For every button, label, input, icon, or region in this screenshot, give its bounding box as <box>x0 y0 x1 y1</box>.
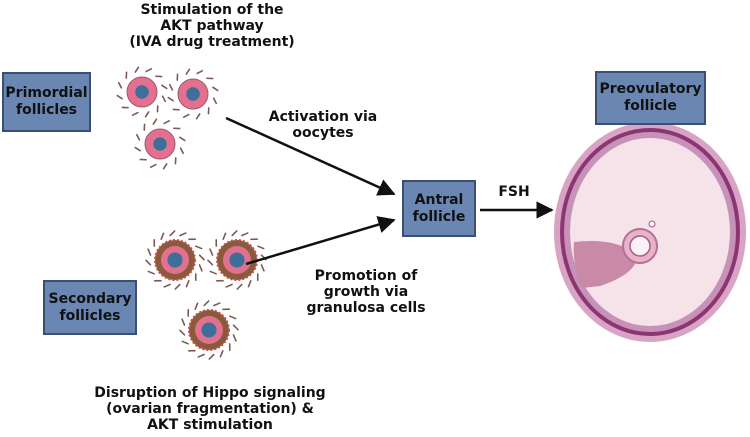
secondary-follicle <box>145 230 205 290</box>
preovulatory-follicle-illustration <box>554 122 746 342</box>
top-caption-line: AKT pathway <box>160 18 264 34</box>
primordial-follicle <box>116 66 168 118</box>
promotion-label-line: growth via <box>323 284 409 300</box>
primordial-follicles-illustration <box>116 66 219 170</box>
activation-label: Activation via oocytes <box>258 109 388 141</box>
promotion-label-line: Promotion of <box>314 268 418 284</box>
box-label: Secondary <box>48 290 132 307</box>
box-label: Preovulatory <box>599 81 702 97</box>
box-label: Antral <box>414 191 464 208</box>
secondary-follicle <box>179 300 239 360</box>
fsh-label: FSH <box>498 184 530 200</box>
bottom-caption-line: AKT stimulation <box>147 417 273 433</box>
bottom-caption: Disruption of Hippo signaling (ovarian f… <box>60 385 360 433</box>
secondary-follicle <box>207 230 267 290</box>
top-caption-line: (IVA drug treatment) <box>129 34 295 50</box>
primordial-follicle <box>134 118 186 170</box>
primordial-follicles-box: Primordial follicles <box>2 72 91 132</box>
box-label: follicles <box>15 102 78 118</box>
activation-arrow <box>225 116 396 196</box>
box-label: Primordial <box>5 85 88 101</box>
box-label: follicles <box>59 307 121 324</box>
promotion-arrow <box>245 216 396 266</box>
activation-label-line: Activation via <box>268 109 378 125</box>
bottom-caption-line: (ovarian fragmentation) & <box>106 401 314 417</box>
box-label: follicle <box>412 208 466 225</box>
preovulatory-follicle-box: Preovulatory follicle <box>595 71 706 125</box>
bottom-caption-line: Disruption of Hippo signaling <box>94 385 326 401</box>
promotion-label-line: granulosa cells <box>306 300 426 316</box>
primordial-follicle <box>167 68 219 120</box>
top-caption-line: Stimulation of the <box>140 2 284 18</box>
top-caption: Stimulation of the AKT pathway (IVA drug… <box>112 2 312 50</box>
activation-label-line: oocytes <box>292 125 354 141</box>
secondary-follicles-box: Secondary follicles <box>43 280 137 335</box>
box-label: follicle <box>624 98 677 114</box>
promotion-label: Promotion of growth via granulosa cells <box>296 268 436 316</box>
secondary-follicles-illustration <box>145 230 267 360</box>
antral-follicle-box: Antral follicle <box>402 180 476 237</box>
